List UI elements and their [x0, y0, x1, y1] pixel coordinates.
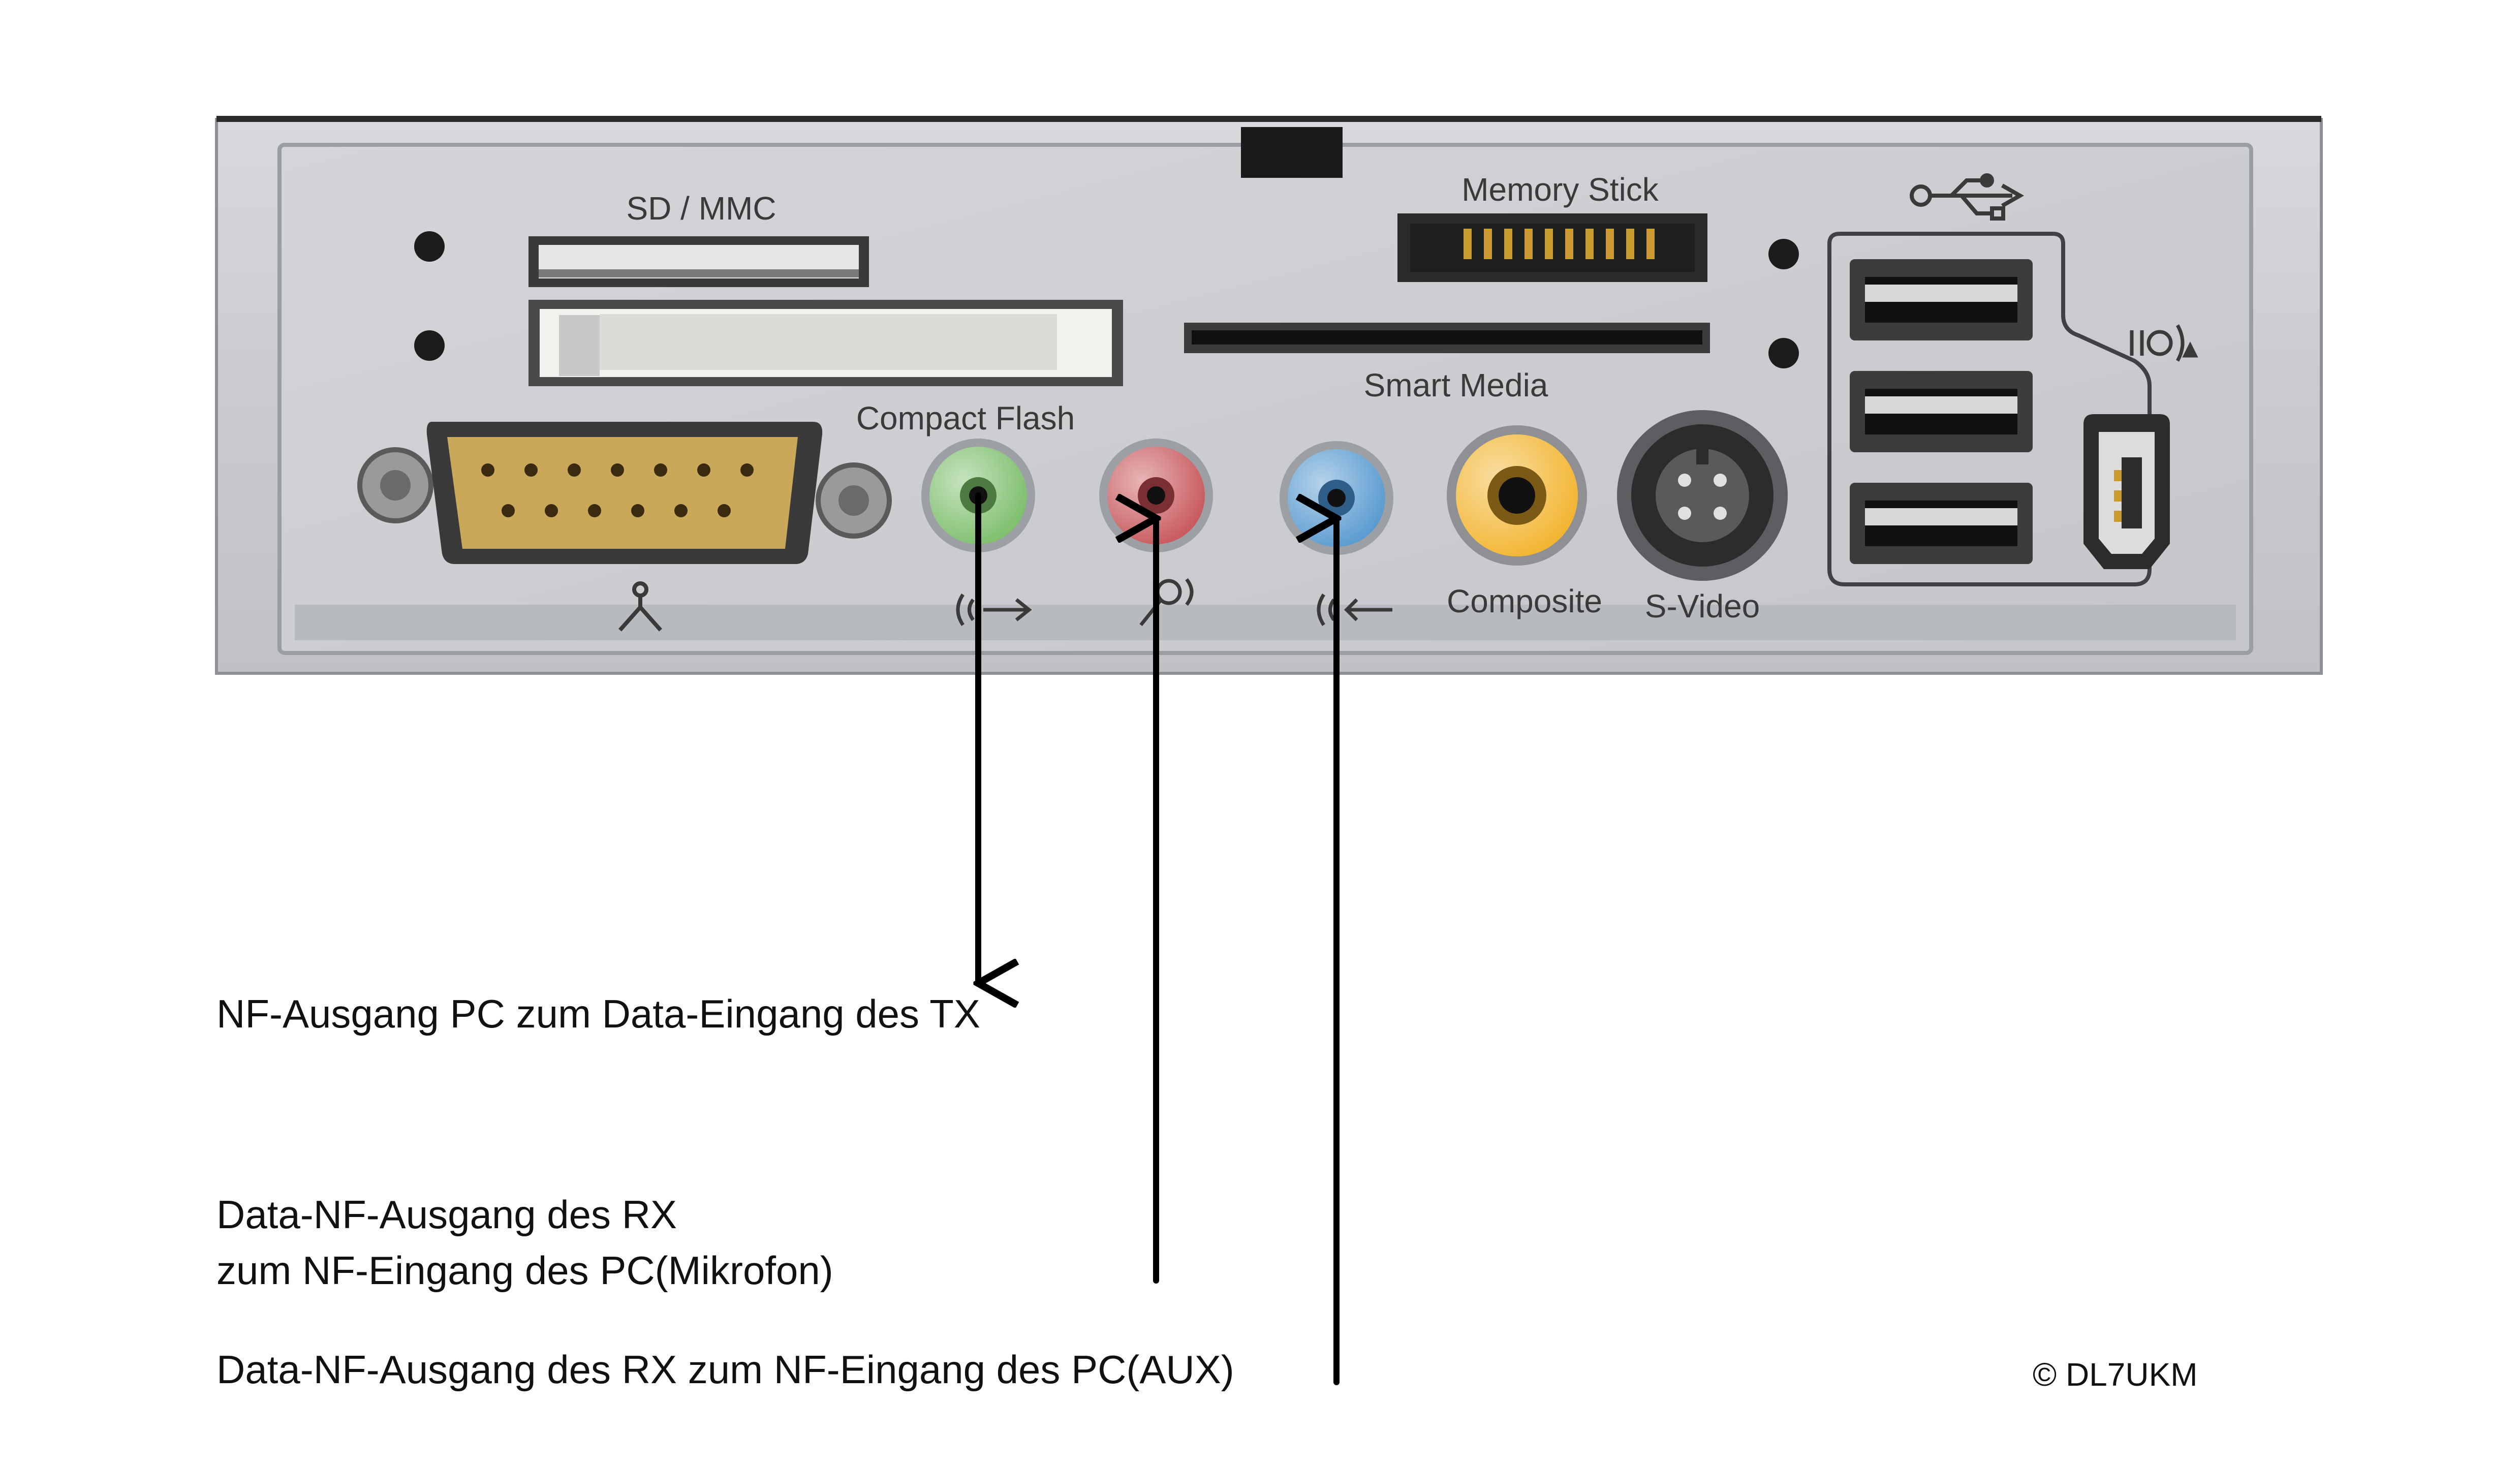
smart-media-label: Smart Media — [1364, 367, 1548, 403]
compact-flash-slot[interactable] — [528, 300, 1123, 386]
composite-label: Composite — [1447, 583, 1602, 619]
connector-lines — [978, 492, 1336, 1385]
usb-port[interactable] — [1850, 483, 2033, 564]
usb-port[interactable] — [1850, 371, 2033, 452]
sd-mmc-slot[interactable] — [528, 236, 869, 287]
mic-input-note-line-1: Data-NF-Ausgang des RX — [216, 1192, 677, 1237]
line-in-icon — [1317, 594, 1392, 626]
memory-stick-label: Memory Stick — [1461, 171, 1659, 208]
firewire-icon — [2130, 324, 2198, 362]
led-indicator — [1768, 338, 1799, 368]
firewire-port[interactable] — [2083, 414, 2170, 569]
sd-mmc-label: SD / MMC — [626, 190, 776, 227]
tx-output-note: NF-Ausgang PC zum Data-Eingang des TX — [216, 991, 980, 1036]
usb-bezel — [1827, 232, 2152, 586]
led-indicator — [1768, 239, 1799, 269]
memory-stick-slot[interactable] — [1397, 213, 1707, 282]
copyright: © DL7UKM — [2033, 1356, 2198, 1393]
line-out-icon — [956, 594, 1032, 626]
aux-input-note: Data-NF-Ausgang des RX zum NF-Eingang de… — [216, 1347, 1234, 1392]
smart-media-slot[interactable] — [1184, 323, 1710, 353]
s-video-label: S-Video — [1645, 588, 1760, 625]
gameport-icon — [618, 581, 662, 632]
usb-icon — [1910, 173, 2025, 221]
composite-connector[interactable] — [1447, 425, 1587, 566]
status-leds — [414, 231, 1799, 368]
usb-port[interactable] — [1850, 259, 2033, 340]
compact-flash-label: Compact Flash — [856, 400, 1075, 436]
led-indicator — [414, 330, 445, 361]
panel-latch[interactable] — [1241, 127, 1343, 178]
led-indicator — [414, 231, 445, 262]
mic-input-note-line-2: zum NF-Eingang des PC(Mikrofon) — [216, 1248, 833, 1293]
s-video-connector[interactable] — [1617, 410, 1788, 581]
gameport-connector[interactable] — [357, 422, 892, 564]
